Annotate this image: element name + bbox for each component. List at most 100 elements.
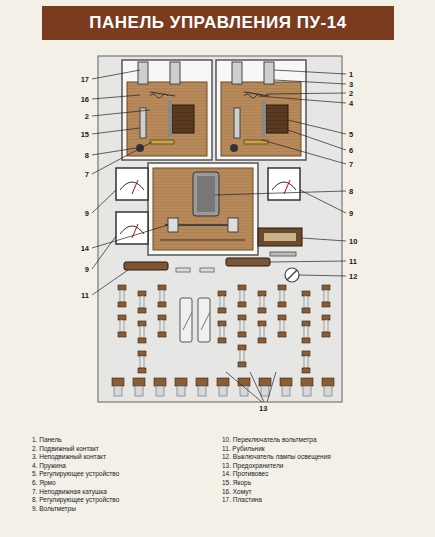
fuse-part — [322, 285, 330, 290]
fuse-part — [158, 332, 166, 337]
fuse-part — [302, 351, 310, 356]
legend-item: 12. Выключатель лампы освещения — [222, 453, 331, 461]
callout-number: 2 — [349, 89, 353, 98]
fuse-part — [114, 386, 122, 396]
fuse-part — [140, 296, 144, 308]
fuse-part — [261, 386, 269, 396]
fuse-part — [140, 356, 144, 368]
fuse-part — [278, 285, 286, 290]
fuse-part — [302, 338, 310, 343]
fuse-part — [238, 315, 246, 320]
callout-number: 11 — [349, 257, 357, 266]
fuse-part — [158, 285, 166, 290]
legend-item: 14. Противовес — [222, 470, 268, 478]
callout-number: 1 — [349, 70, 353, 79]
callout-number: 2 — [85, 112, 89, 121]
fuse-part — [140, 326, 144, 338]
fuse-part — [196, 378, 208, 386]
fuse-part — [220, 326, 224, 338]
lamp-switch — [285, 268, 299, 282]
fuse-part — [177, 386, 185, 396]
fuse-part — [112, 378, 124, 386]
fuse-part — [118, 315, 126, 320]
fuse-part — [282, 386, 290, 396]
fuse-part — [238, 345, 246, 350]
fuse-part — [278, 332, 286, 337]
callout-number: 9 — [85, 209, 89, 218]
legend-item: 13. Предохранители — [222, 462, 283, 470]
panel-board — [98, 56, 342, 402]
fuse-part — [322, 302, 330, 307]
fuse-part — [240, 290, 244, 302]
fuse-part — [324, 320, 328, 332]
callout-number: 8 — [85, 151, 89, 160]
fuse-part — [280, 290, 284, 302]
callout-number: 17 — [81, 75, 89, 84]
callout-number: 11 — [81, 291, 89, 300]
fuse-part — [301, 378, 313, 386]
callout-number: 7 — [349, 160, 353, 169]
fuse-part — [238, 302, 246, 307]
legend-item: 8. Регулирующее устройство — [32, 496, 119, 504]
fuse-part — [220, 296, 224, 308]
callout-number: 12 — [349, 272, 357, 281]
callout-number: 9 — [349, 209, 353, 218]
fuse-rows — [112, 285, 334, 396]
leader-lines — [92, 70, 346, 402]
fuse-part — [217, 378, 229, 386]
fuse-part — [175, 378, 187, 386]
callout-number: 3 — [349, 80, 353, 89]
fuse-part — [302, 368, 310, 373]
legend-item: 2. Подвижный контакт — [32, 445, 99, 453]
fuse-part — [138, 351, 146, 356]
legend-item: 16. Хомут — [222, 488, 252, 496]
relay-right — [216, 60, 306, 160]
fuse-part — [259, 378, 271, 386]
callout-number: 15 — [81, 130, 89, 139]
fuse-part — [238, 378, 250, 386]
fuse-part — [120, 320, 124, 332]
fuse-part — [322, 315, 330, 320]
fuse-part — [120, 290, 124, 302]
relay-left — [122, 60, 212, 160]
fuse-part — [240, 350, 244, 362]
fuse-part — [218, 308, 226, 313]
relay-center — [148, 163, 258, 255]
fuse-part — [218, 338, 226, 343]
fuse-part — [158, 302, 166, 307]
fuse-part — [158, 315, 166, 320]
fuse-part — [280, 378, 292, 386]
fuse-part — [322, 332, 330, 337]
fuse-part — [304, 326, 308, 338]
callout-number: 8 — [349, 187, 353, 196]
fuse-part — [118, 332, 126, 337]
fuse-part — [260, 296, 264, 308]
legend-item: 17. Пластина — [222, 496, 262, 504]
fuse-part — [238, 332, 246, 337]
fuse-part — [238, 362, 246, 367]
callout-number: 9 — [85, 265, 89, 274]
callout-number: 13 — [259, 404, 267, 413]
fuse-part — [324, 290, 328, 302]
fuse-part — [260, 326, 264, 338]
voltmeter-switch — [258, 228, 302, 256]
legend-item: 7. Неподвижная катушка — [32, 488, 107, 496]
legend-item: 11. Рубильник — [222, 445, 265, 453]
fuse-part — [118, 285, 126, 290]
legend-item: 9. Вольтметры — [32, 505, 76, 513]
fuse-part — [218, 321, 226, 326]
fuse-part — [198, 386, 206, 396]
fuse-part — [160, 290, 164, 302]
fuse-part — [258, 321, 266, 326]
fuse-part — [138, 321, 146, 326]
legend-item: 3. Неподвижный контакт — [32, 453, 106, 461]
fuse-part — [240, 386, 248, 396]
fuse-part — [219, 386, 227, 396]
fuse-part — [258, 291, 266, 296]
knife-switch — [124, 258, 270, 272]
legend-item: 10. Переключатель вольтметра — [222, 436, 317, 444]
fuse-part — [238, 285, 246, 290]
fuse-part — [278, 302, 286, 307]
fuse-part — [322, 378, 334, 386]
legend-item: 4. Пружина — [32, 462, 66, 470]
